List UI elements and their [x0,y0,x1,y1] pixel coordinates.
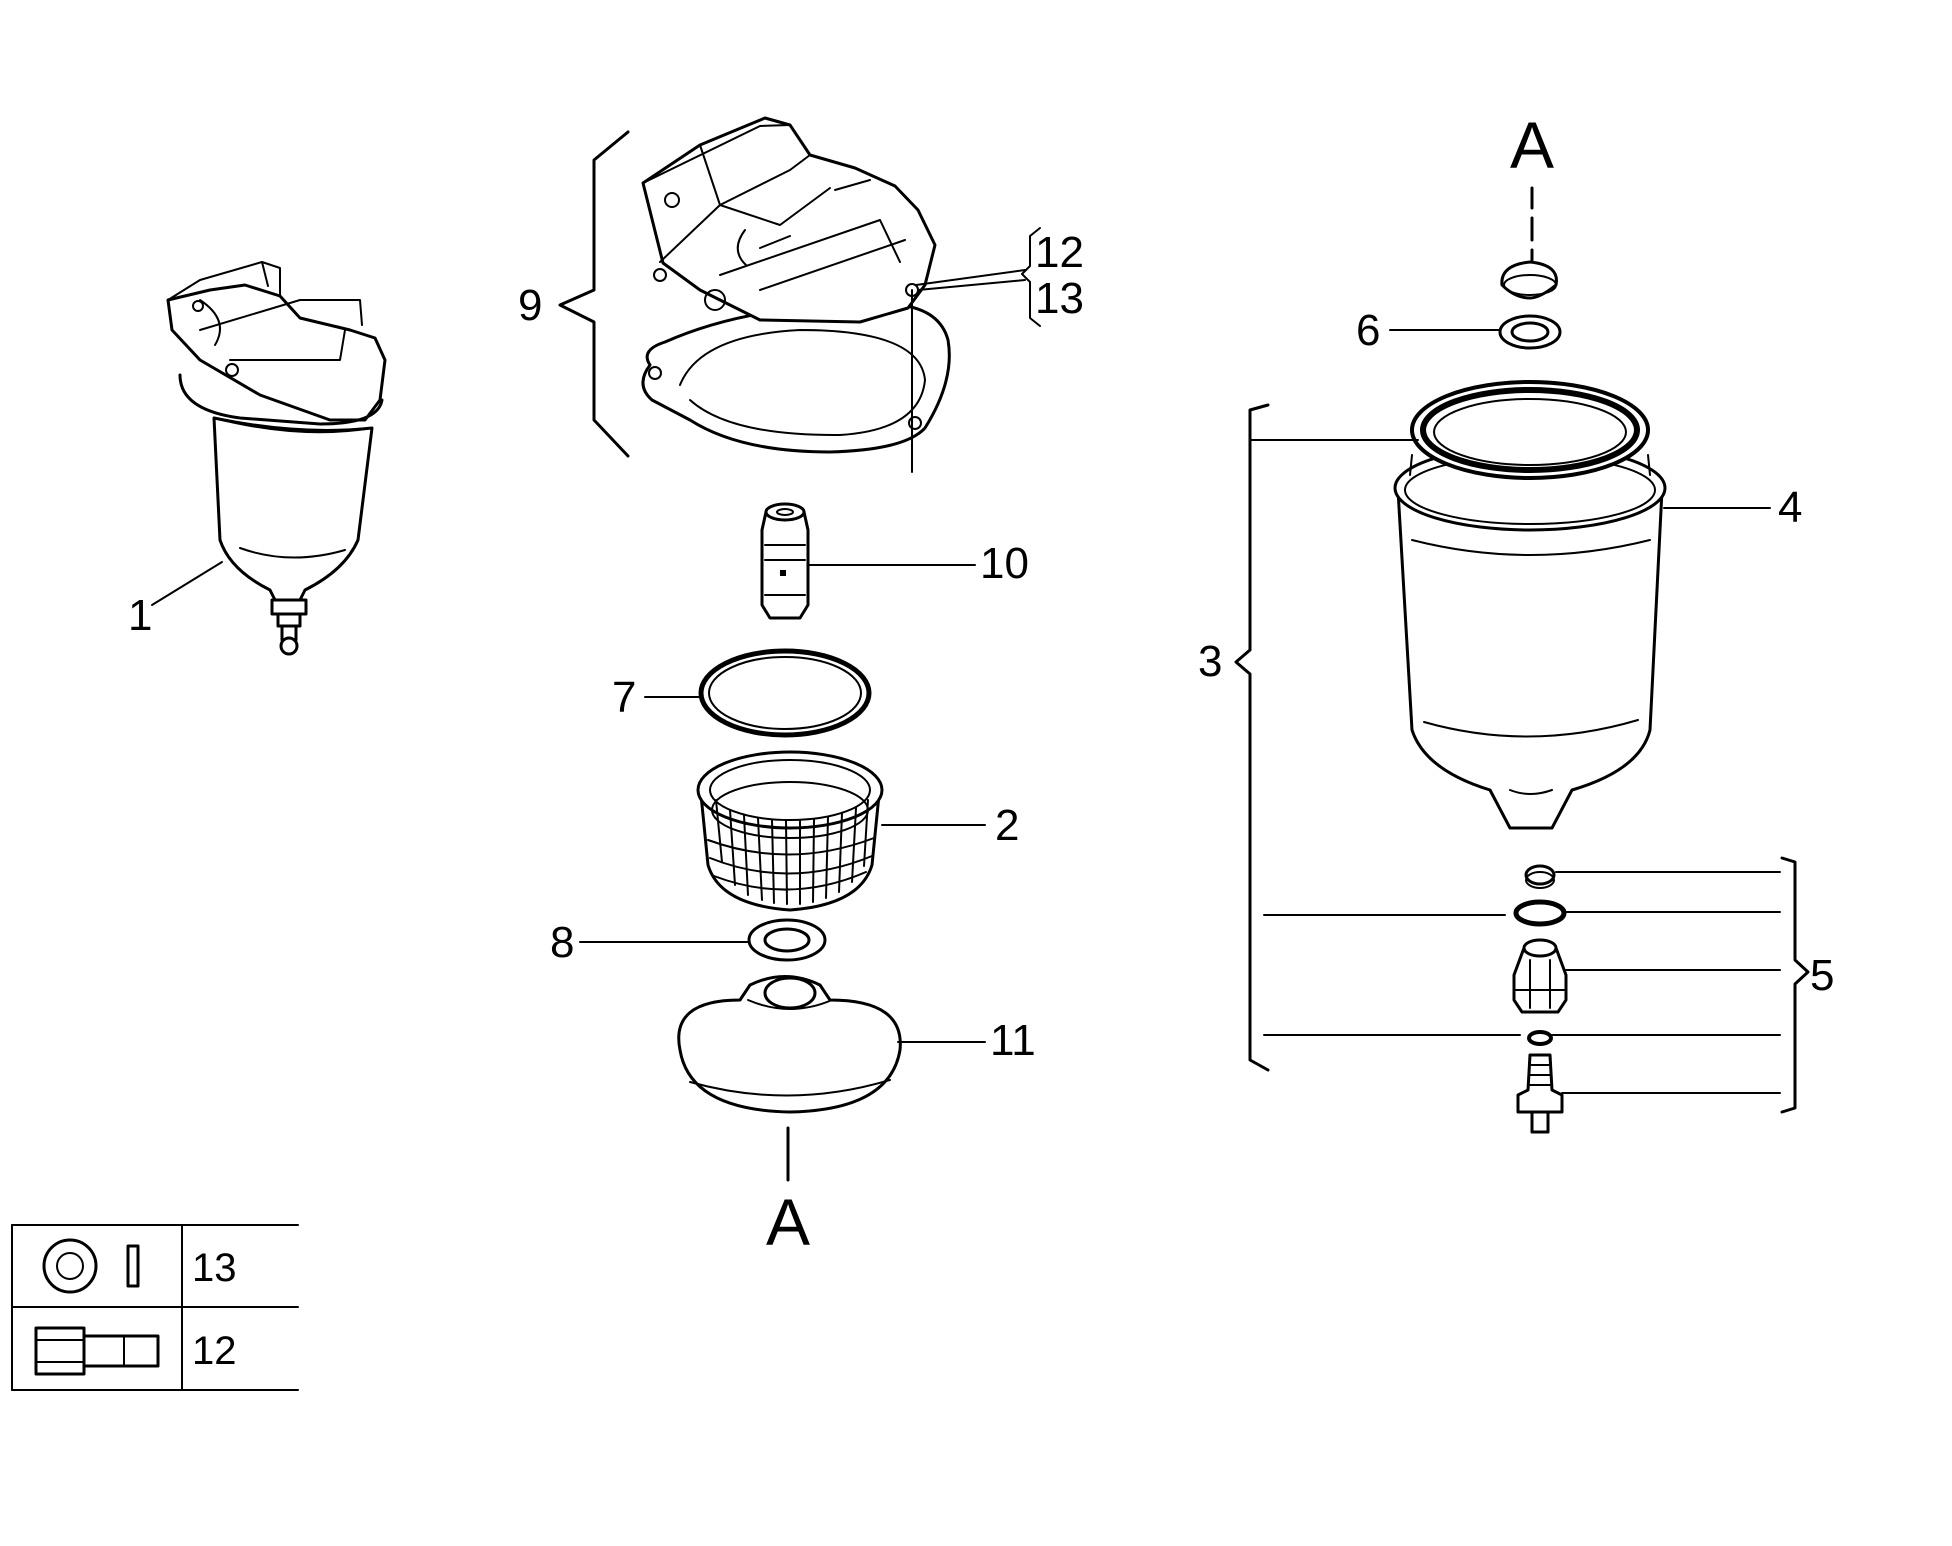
bowl [1393,380,1667,830]
callout-3: 3 [1198,637,1222,686]
cap-piece [1500,260,1558,300]
callout-12: 12 [1035,228,1084,277]
drain-valve-parts [1512,864,1568,1134]
center-tube [760,502,810,620]
ref-label-bottom: A [766,1185,810,1259]
brace-12-13 [1021,227,1041,327]
large-o-ring [698,648,872,738]
seal-6 [1498,314,1562,350]
callout-11: 11 [990,1016,1036,1065]
callout-7: 7 [612,673,636,722]
filter-head [641,116,951,454]
callout-1: 1 [128,591,152,640]
legend-row-washer: 13 [192,1246,237,1290]
base-plate [677,975,902,1114]
brace-5 [1780,856,1810,1114]
leader-12-13 [915,269,1026,286]
callout-10: 10 [980,539,1029,588]
bolt-icon [34,1326,160,1376]
leader-1 [151,561,223,606]
callout-13: 13 [1035,274,1084,323]
callout-5: 5 [1810,951,1834,1000]
callout-2: 2 [995,801,1019,850]
callout-8: 8 [550,918,574,967]
brace-3 [1234,403,1270,1072]
brace-9 [558,130,630,458]
callout-9: 9 [518,281,542,330]
small-seal [747,918,827,962]
callout-6: 6 [1356,306,1380,355]
ref-label-top: A [1510,108,1554,182]
washer-icon [42,1238,140,1294]
assembled-filter [166,261,387,656]
filter-element [696,750,884,912]
legend-row-bolt: 12 [192,1329,237,1373]
hardware-legend: 13 12 [11,1224,299,1391]
leader-12-13-b [917,279,1026,291]
callout-4: 4 [1778,483,1802,532]
